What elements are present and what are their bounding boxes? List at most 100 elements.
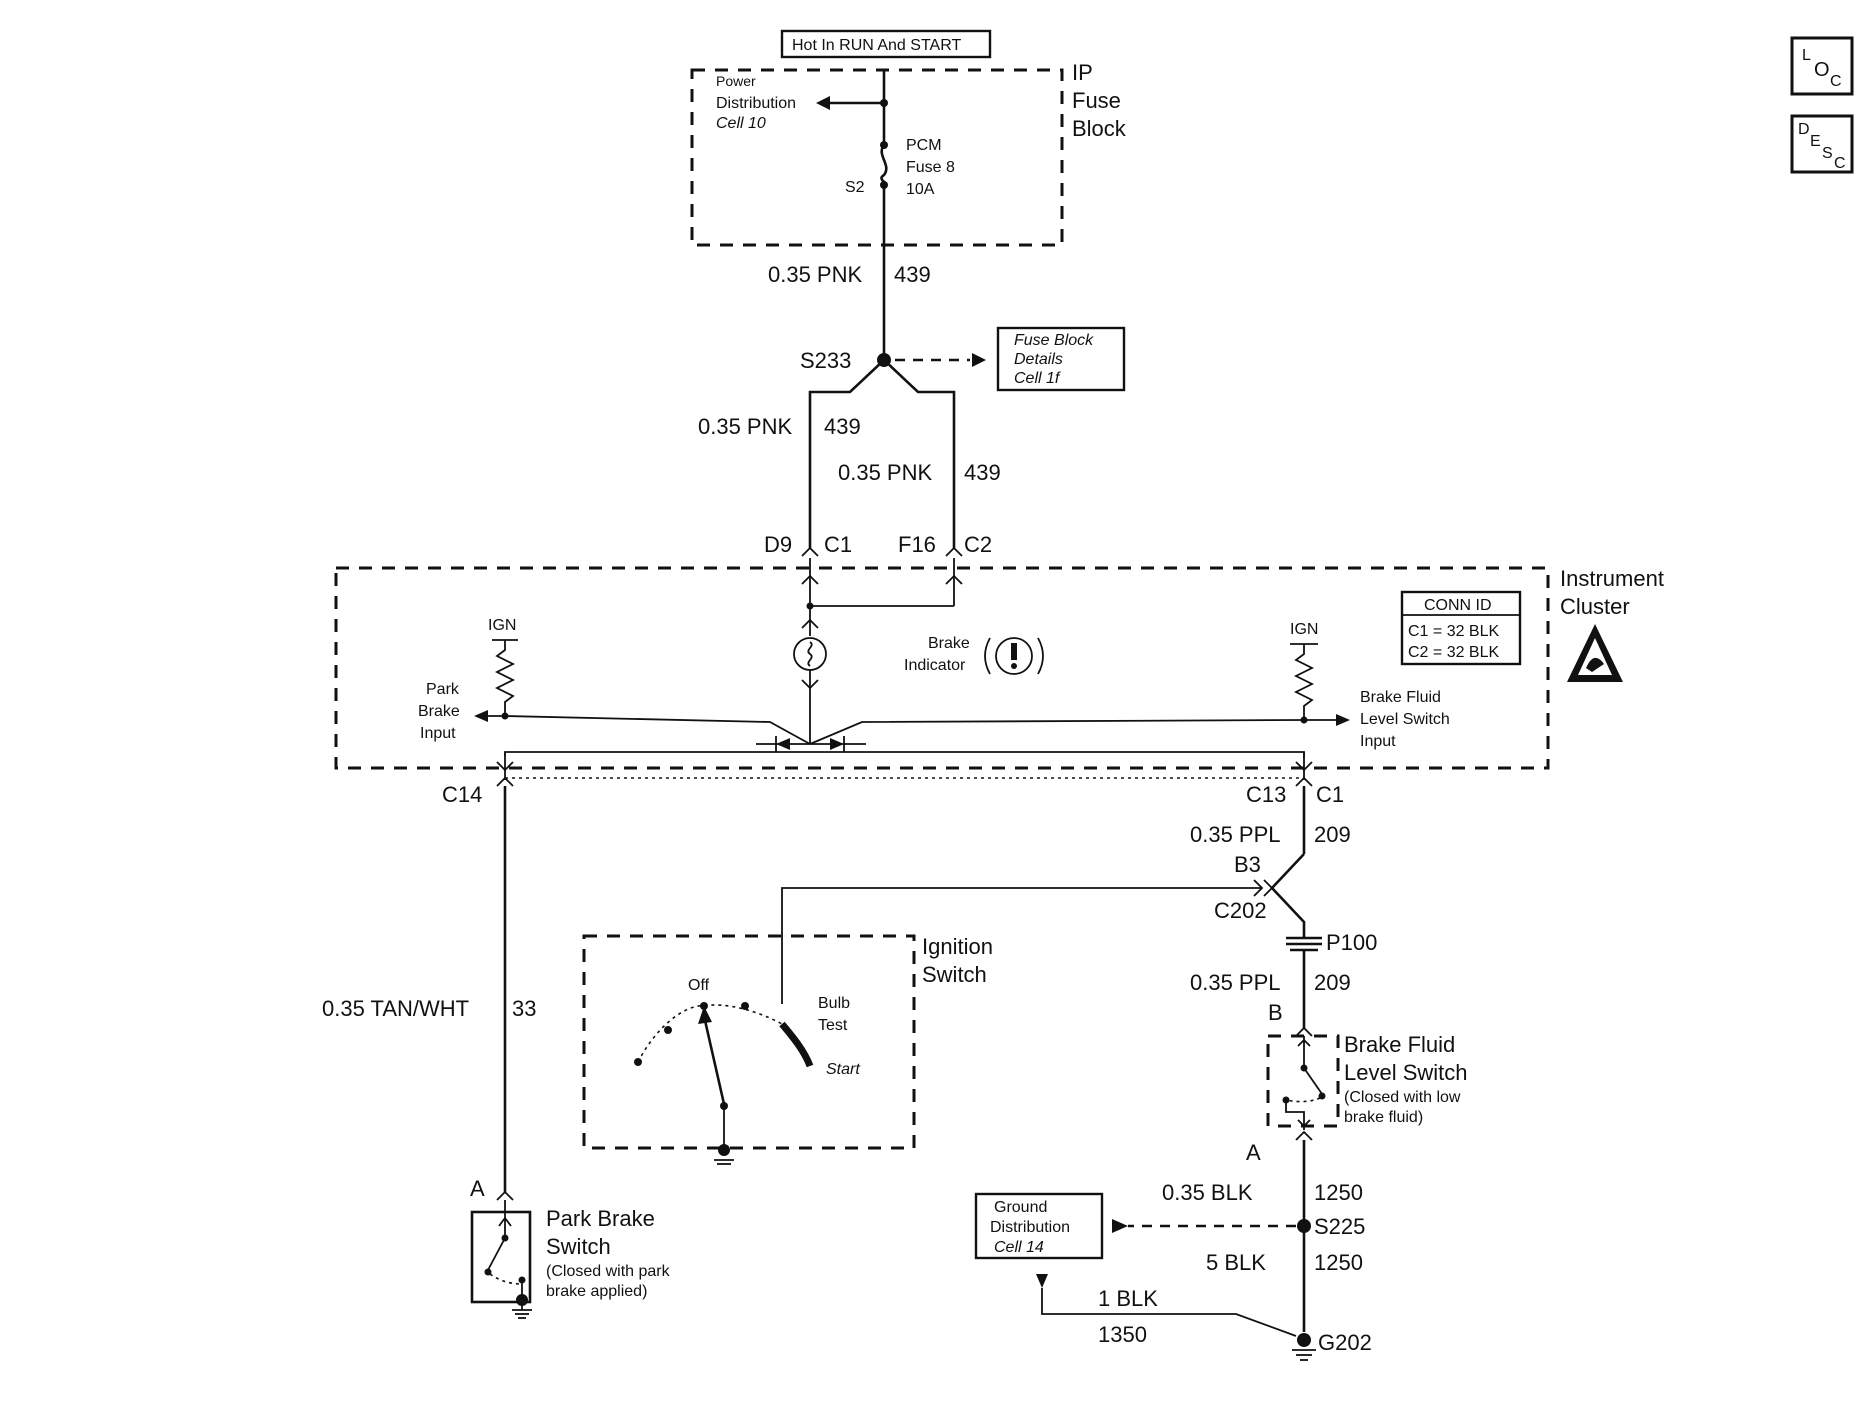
fluid-input-label-3: Input [1360, 733, 1396, 750]
c13-arrow [1295, 761, 1313, 772]
ground-g202-dot [1297, 1333, 1311, 1347]
ignition-rotor [702, 1015, 726, 1105]
park-input-arrow [474, 710, 488, 722]
ign-left-label: IGN [488, 617, 516, 634]
fluid-switch-arrow-top [1297, 1038, 1311, 1047]
connector-p100-label: P100 [1326, 930, 1377, 955]
wire-c13-gauge: 0.35 PPL [1190, 822, 1281, 847]
fuse-details-1: Fuse Block [1014, 332, 1094, 349]
brake-warning-icon-arcs [984, 637, 1044, 675]
fluid-switch-arrow-bottom [1297, 1119, 1311, 1128]
conn-id-box [1400, 590, 1522, 666]
park-input-label-1: Park [426, 681, 460, 698]
connector-c202-label: C202 [1214, 898, 1267, 923]
wire-blk1-gauge: 1 BLK [1098, 1286, 1158, 1311]
wire-blk1-circuit: 1350 [1098, 1322, 1147, 1347]
cluster-title-1: Instrument [1560, 566, 1664, 591]
connector-b-label: B [1268, 1000, 1283, 1025]
fluid-switch-pivot [1318, 1092, 1326, 1100]
wire-top-gauge: 0.35 PNK [768, 262, 862, 287]
connector-a-left-pin [496, 1190, 514, 1201]
fluid-input-label-1: Brake Fluid [1360, 689, 1441, 706]
wire-blk-gauge: 0.35 BLK [1162, 1180, 1253, 1205]
desc-letter-3: S [1822, 145, 1833, 162]
c14-arrow [496, 761, 514, 772]
conn-id-row-2: C2 = 32 BLK [1408, 644, 1500, 661]
ignition-off-label: Off [688, 977, 710, 994]
esd-hand-icon [1586, 657, 1604, 672]
desc-icon[interactable] [1790, 114, 1854, 174]
wire-209-jog [1270, 853, 1306, 938]
power-dist-arrow [816, 96, 830, 110]
fuse-block-title-1: IP [1072, 60, 1093, 85]
wire-439-left [808, 359, 885, 548]
desc-letter-2: E [1810, 133, 1821, 150]
ground-dist-arrow [1112, 1219, 1128, 1233]
fuse-details-2: Details [1014, 351, 1063, 368]
desc-button[interactable]: D E S C [1790, 114, 1854, 174]
cluster-feed-arrow-left [801, 574, 819, 585]
fuse-s2-label: S2 [845, 179, 865, 196]
park-switch-blade [487, 1237, 506, 1271]
connector-c13-label: C13 [1246, 782, 1286, 807]
loc-icon[interactable] [1790, 36, 1854, 96]
desc-letter-4: C [1834, 155, 1846, 172]
ground-dist-box [974, 1192, 1104, 1260]
connector-c2-pin [945, 546, 963, 557]
desc-letter-1: D [1798, 121, 1810, 138]
park-input-bus [504, 715, 811, 745]
loc-letter-1: L [1802, 47, 1811, 64]
fluid-switch-pin-bottom [1295, 1130, 1313, 1141]
ip-fuse-block-outline [690, 68, 1064, 247]
park-switch-title-2: Switch [546, 1234, 611, 1259]
power-dist-label-3: Cell 10 [716, 115, 766, 132]
conn-id-title: CONN ID [1424, 597, 1492, 614]
splice-s225 [1297, 1219, 1311, 1233]
wire-blk5-gauge: 5 BLK [1206, 1250, 1266, 1275]
connector-b3-label: B3 [1234, 852, 1261, 877]
fuse-details-arrow [972, 353, 986, 367]
connector-d9-label: D9 [764, 532, 792, 557]
ign-right-label: IGN [1290, 621, 1318, 638]
fuse-details-3: Cell 1f [1014, 370, 1061, 387]
connector-c14-pin [496, 776, 514, 787]
connector-c2-label: C2 [964, 532, 992, 557]
bulb-test-wire [781, 887, 1262, 1004]
park-switch-travel [489, 1273, 523, 1285]
wire-439-right [883, 359, 956, 548]
loc-letter-3: C [1830, 73, 1842, 90]
wire-right-gauge: 0.35 PNK [838, 460, 932, 485]
pullup-resistor-left [494, 640, 516, 716]
power-dist-label-2: Distribution [716, 95, 796, 112]
ignition-pos-2 [664, 1026, 672, 1034]
power-dist-label-1: Power [716, 73, 756, 89]
ignition-switch-outline [582, 934, 916, 1150]
park-switch-arrow [498, 1216, 512, 1227]
connector-f16-label: F16 [898, 532, 936, 557]
wire-left-circuit: 439 [824, 414, 861, 439]
wire-1350 [1041, 1288, 1297, 1337]
fuse-label-2: Fuse 8 [906, 159, 955, 176]
brake-indicator-label-1: Brake [928, 635, 970, 652]
bulb-filament [807, 641, 813, 667]
connector-a-right-label: A [1246, 1140, 1261, 1165]
brake-indicator-label-2: Indicator [904, 657, 966, 674]
wire-left-gauge: 0.35 PNK [698, 414, 792, 439]
ignition-title-2: Switch [922, 962, 987, 987]
ignition-ground-dot [718, 1144, 730, 1156]
fuse-details-box [996, 326, 1126, 392]
connector-c1-bottom-label: C1 [1316, 782, 1344, 807]
cluster-title-2: Cluster [1560, 594, 1630, 619]
ignition-start-label: Start [826, 1061, 860, 1078]
park-input-label-2: Brake [418, 703, 460, 720]
fuse-block-title-2: Fuse [1072, 88, 1121, 113]
park-brake-switch-box [470, 1210, 532, 1304]
fuse-label-3: 10A [906, 181, 935, 198]
ignition-dial-arc [637, 1004, 783, 1063]
loc-button[interactable]: L O C [1790, 36, 1854, 96]
fluid-input-bus [809, 719, 1305, 745]
ground-g202-label: G202 [1318, 1330, 1372, 1355]
switch-sense-bus [504, 751, 1305, 758]
connector-c13-pin [1295, 776, 1313, 787]
